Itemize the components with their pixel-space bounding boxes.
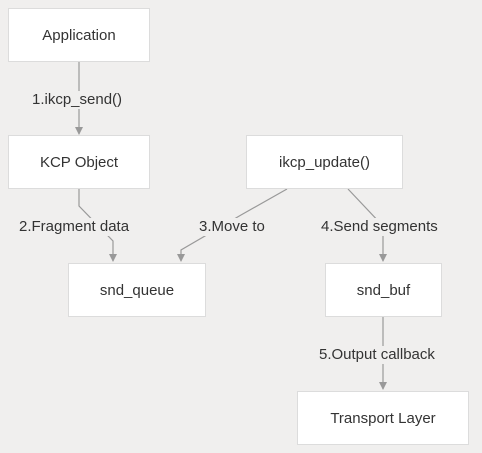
- node-snd-buf[interactable]: snd_buf: [325, 263, 442, 317]
- node-kcp-object[interactable]: KCP Object: [8, 135, 150, 189]
- edge-label-output-callback: 5.Output callback: [318, 346, 436, 364]
- edge-label-fragment-data: 2.Fragment data: [18, 218, 131, 236]
- node-application[interactable]: Application: [8, 8, 150, 62]
- edge-label-ikcp-send: 1.ikcp_send(): [31, 91, 124, 109]
- edge-label-send-segments: 4.Send segments: [320, 218, 439, 236]
- node-snd-queue[interactable]: snd_queue: [68, 263, 206, 317]
- edge-label-move-to: 3.Move to: [198, 218, 266, 236]
- node-ikcp-update[interactable]: ikcp_update(): [246, 135, 403, 189]
- node-transport-layer[interactable]: Transport Layer: [297, 391, 469, 445]
